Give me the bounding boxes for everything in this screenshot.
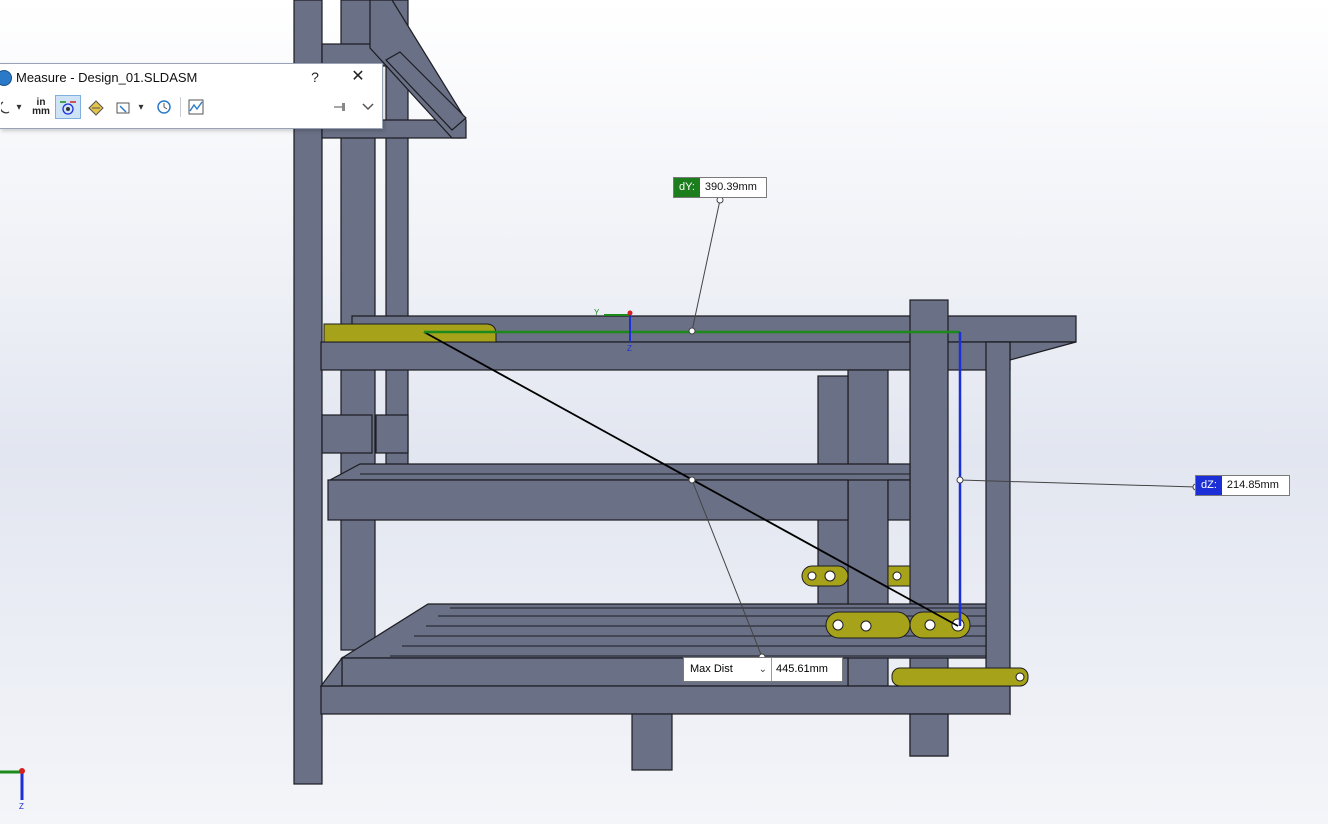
arc-circle-options-icon[interactable] <box>0 95 12 119</box>
measure-toolbar: ▾ in mm ▾ <box>0 93 382 123</box>
close-button[interactable]: ✕ <box>351 68 365 85</box>
dz-measurement-callout[interactable]: dZ: 214.85mm <box>1195 475 1290 496</box>
bracket-plate-lower <box>891 667 1029 687</box>
middle-shelf-top <box>329 463 911 481</box>
dy-measurement-callout[interactable]: dY: 390.39mm <box>673 177 767 198</box>
svg-text:Y: Y <box>594 308 600 317</box>
dy-value: 390.39mm <box>704 181 757 193</box>
measure-dialog[interactable]: Measure - Design_01.SLDASM ? ✕ ▾ in mm <box>0 63 383 129</box>
bracket-plate-mid-2 <box>909 611 971 639</box>
pin-dialog-icon[interactable] <box>330 95 350 119</box>
measure-triad: Y Z <box>594 308 633 353</box>
bottom-rail-left <box>319 656 343 687</box>
show-xyz-measurements-icon[interactable] <box>55 95 81 119</box>
dz-label: dZ: <box>1196 476 1222 495</box>
svg-text:Z: Z <box>627 344 632 353</box>
distance-mode-dropdown[interactable]: Max Dist ⌄ <box>684 658 772 681</box>
leg-right <box>909 713 949 757</box>
view-triad-icon: Z <box>0 768 25 811</box>
measurement-history-icon[interactable] <box>152 95 176 119</box>
bottom-rail-front <box>320 685 1011 715</box>
arc-options-dropdown-icon[interactable]: ▾ <box>16 101 22 113</box>
frame-post-left <box>293 0 323 785</box>
dy-label: dY: <box>674 178 700 197</box>
leg-center <box>631 713 673 771</box>
units-precision-button[interactable]: in mm <box>32 97 50 117</box>
create-sensor-icon[interactable] <box>185 95 207 119</box>
help-button[interactable]: ? <box>311 69 319 85</box>
right-frame-outer <box>985 341 1011 716</box>
dialog-title: Measure - Design_01.SLDASM <box>16 70 198 85</box>
dialog-titlebar[interactable]: Measure - Design_01.SLDASM ? ✕ <box>0 64 382 92</box>
top-rail-right-end <box>1009 341 1077 361</box>
top-left-plate <box>323 323 497 343</box>
projected-on-icon[interactable] <box>112 95 134 119</box>
side-bracket-2 <box>375 414 409 454</box>
chevron-down-icon: ⌄ <box>758 664 767 675</box>
solidworks-app-icon <box>0 70 12 86</box>
frame-diagonal-brace-2 <box>385 51 467 131</box>
side-bracket-1 <box>321 414 373 454</box>
distance-mode-value: Max Dist <box>690 663 733 675</box>
top-rail-front <box>320 341 1011 371</box>
expand-chevron-down-icon[interactable] <box>358 95 378 119</box>
middle-shelf-front-2 <box>887 479 911 521</box>
svg-text:Z: Z <box>19 802 24 811</box>
dz-value: 214.85mm <box>1226 479 1279 491</box>
point-to-point-icon[interactable] <box>85 95 107 119</box>
projected-on-dropdown-icon[interactable]: ▾ <box>138 101 144 113</box>
max-distance-callout[interactable]: Max Dist ⌄ 445.61mm <box>683 657 843 682</box>
max-distance-value: 445.61mm <box>776 663 828 675</box>
middle-shelf-front <box>327 479 849 521</box>
